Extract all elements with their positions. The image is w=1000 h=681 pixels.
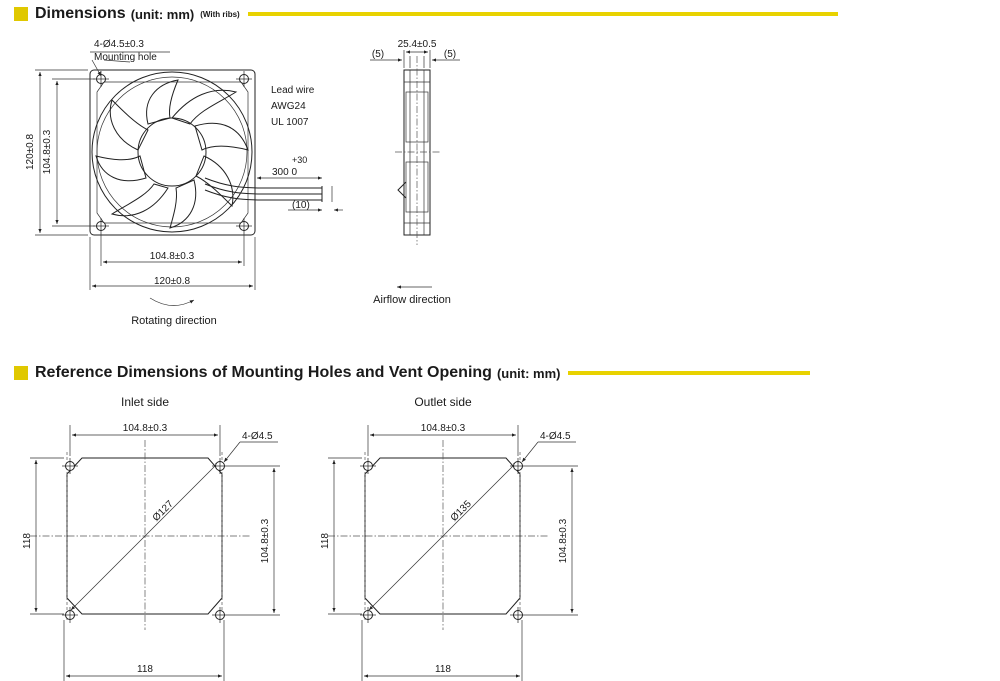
mounting-hole — [61, 457, 79, 475]
mounting-hole — [509, 606, 527, 624]
header-marker — [14, 7, 28, 21]
mounting-hole-label: Mounting hole — [94, 52, 157, 63]
header-marker — [14, 366, 28, 380]
height-inner-label: 104.8±0.3 — [42, 129, 53, 174]
fan-front-view — [35, 51, 343, 306]
mounting-hole — [92, 217, 110, 235]
reference-title: Reference Dimensions of Mounting Holes a… — [35, 364, 492, 381]
reference-unit: (unit: mm) — [496, 365, 561, 381]
airflow-direction-label: Airflow direction — [373, 294, 451, 306]
mounting-hole — [211, 606, 229, 624]
dimensions-header: Dimensions (unit: mm) (With ribs) — [14, 5, 838, 23]
outlet-height-label: 118 — [320, 533, 331, 549]
width-inner-label: 104.8±0.3 — [150, 251, 195, 262]
width-outer-label: 120±0.8 — [154, 276, 191, 287]
fan-hub — [137, 117, 207, 187]
outlet-side-view — [328, 425, 578, 681]
inlet-hole-pitch-h-label: 104.8±0.3 — [123, 423, 168, 434]
wire-strip-label: (10) — [292, 200, 310, 211]
fan-frame — [89, 69, 256, 236]
outlet-hole-pitch-v-label: 104.8±0.3 — [558, 518, 569, 563]
inlet-diameter-label: Ø127 — [151, 498, 176, 523]
header-rule — [247, 12, 838, 16]
right-gap-label: (5) — [444, 49, 456, 60]
lead-wire — [204, 177, 333, 202]
outlet-hole-pitch-h-label: 104.8±0.3 — [421, 423, 466, 434]
dimensions-unit: (unit: mm) — [130, 6, 195, 22]
mounting-hole — [61, 606, 79, 624]
mounting-hole — [92, 70, 110, 88]
outlet-diameter-label: Ø135 — [449, 498, 474, 523]
wire-tolerance-label: +30 — [292, 155, 307, 165]
dimensions-title: Dimensions — [35, 5, 126, 22]
inlet-height-label: 118 — [22, 533, 33, 549]
mounting-hole — [359, 606, 377, 624]
mounting-hole — [235, 70, 253, 88]
wire-length-label: 300 0 — [272, 167, 297, 178]
lead-wire-label: Lead wire — [271, 85, 315, 96]
header-rule — [568, 371, 811, 375]
outlet-hole-spec-label: 4-Ø4.5 — [540, 431, 571, 442]
rotating-direction-label: Rotating direction — [131, 315, 217, 327]
inlet-hole-pitch-v-label: 104.8±0.3 — [260, 518, 271, 563]
frame-inner — [96, 81, 249, 224]
mounting-hole — [359, 457, 377, 475]
hole-spec-label: 4-Ø4.5±0.3 — [94, 39, 144, 50]
inlet-width-label: 118 — [137, 664, 153, 675]
fan-blades — [95, 79, 249, 229]
thickness-label: 25.4±0.5 — [398, 39, 437, 50]
fan-side-view — [370, 50, 460, 289]
height-outer-label: 120±0.8 — [25, 134, 36, 171]
inlet-side-label: Inlet side — [121, 395, 169, 409]
inlet-side-view — [30, 425, 280, 681]
outlet-side-label: Outlet side — [414, 395, 472, 409]
mounting-hole — [235, 217, 253, 235]
inlet-hole-spec-label: 4-Ø4.5 — [242, 431, 273, 442]
rotating-arrow — [149, 297, 195, 306]
outlet-width-label: 118 — [435, 664, 451, 675]
awg-label: AWG24 — [271, 101, 306, 112]
ribs-note: (With ribs) — [200, 9, 240, 19]
fan-shroud — [91, 71, 253, 233]
reference-header: Reference Dimensions of Mounting Holes a… — [14, 364, 811, 382]
ul-label: UL 1007 — [271, 117, 309, 128]
left-gap-label: (5) — [372, 49, 384, 60]
